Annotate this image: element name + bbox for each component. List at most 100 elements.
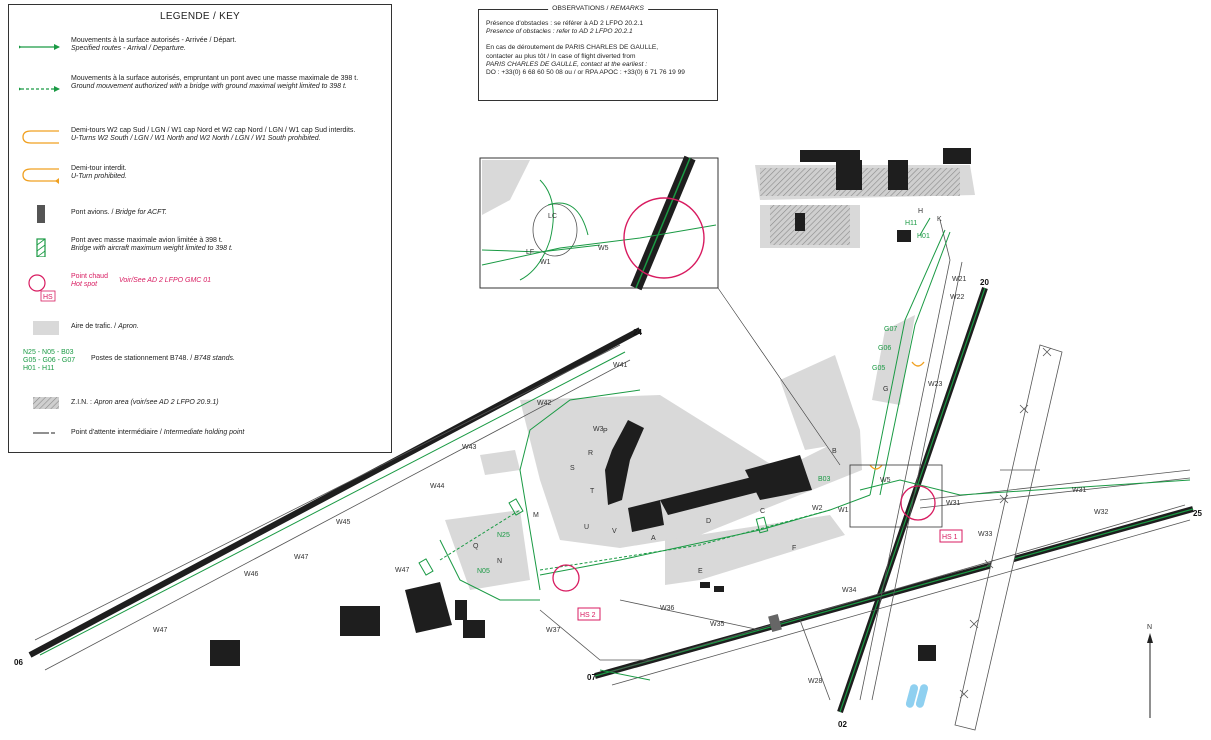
legend-item-fr: Pont avec masse maximale avion limitée à… [71, 237, 223, 244]
legend-title: LEGENDE / KEY [159, 11, 241, 22]
uturn-markers [869, 361, 925, 470]
legend-item-fr: Point chaud [71, 273, 108, 280]
obs-line: PARIS CHARLES DE GAULLE, contact at the … [486, 60, 648, 68]
legend-item-fr: Pont avions. / [71, 209, 116, 216]
apron-c: C [760, 508, 765, 515]
twy-w34: W34 [842, 587, 857, 594]
stand-g06: G06 [878, 345, 891, 352]
runway-labels: 24 06 02 20 07 25 [14, 278, 1202, 729]
apron-b: B [832, 448, 837, 455]
observations-panel: OBSERVATIONS / REMARKS Présence d'obstac… [478, 5, 718, 101]
twy-w5: W5 [880, 477, 891, 484]
legend-item-fr: Aire de trafic. / [71, 323, 119, 330]
stand-n25: N25 [497, 532, 510, 539]
apron-labels: B C D E F G H K M N P Q R S T U V A [473, 208, 942, 575]
obs-line: DO : +33(0) 6 68 60 50 08 ou / or RPA AP… [486, 69, 685, 77]
bridge-green-icon [36, 238, 46, 257]
twy-w41: W41 [613, 362, 628, 369]
twy-w47b: W47 [395, 567, 410, 574]
green-solid-arrow-icon [19, 44, 60, 50]
twy-w22: W22 [950, 294, 965, 301]
water-tanks [905, 684, 929, 708]
apron-m: M [533, 512, 539, 519]
inset-detail: LC W5 W1 LF [479, 155, 841, 466]
apron-k: K [937, 216, 942, 223]
legend-item-en: Specified routes - Arrival / Departure. [71, 45, 186, 52]
twy-w35: W35 [710, 621, 725, 628]
holding-point-icon [33, 432, 55, 434]
orange-uturn-icon [22, 130, 59, 144]
svg-text:LC: LC [548, 213, 557, 220]
zin-area [760, 168, 960, 245]
runway-end-20: 20 [980, 278, 989, 287]
twy-w45: W45 [336, 519, 351, 526]
bridge-icon [37, 205, 45, 223]
legend-item-fr: Mouvements à la surface autorisés, empru… [71, 75, 359, 82]
legend-item-fr: Z.I.N. : [71, 399, 94, 406]
twy-w1: W1 [838, 507, 849, 514]
twy-w31: W31 [946, 500, 961, 507]
legend-item-en: B748 stands. [194, 355, 235, 362]
hot-spot-2-label: HS 2 [580, 612, 596, 619]
legend-item-en: U-Turns W2 South / LGN / W1 North and W2… [71, 135, 321, 142]
twy-w2: W2 [812, 505, 823, 512]
apron-r: R [588, 450, 593, 457]
twy-w33: W33 [978, 531, 993, 538]
apron-g: G [883, 386, 888, 393]
legend-panel: LEGENDE / KEY Mouvements à la surface au… [8, 4, 392, 453]
twy-w44: W44 [430, 483, 445, 490]
twy-w36: W36 [660, 605, 675, 612]
legend-item-fr: Demi-tour interdit. [71, 165, 127, 172]
obs-line: En cas de déroutement de PARIS CHARLES D… [486, 44, 659, 52]
runway-end-07: 07 [587, 673, 596, 682]
legend-item-en: Intermediate holding point [163, 429, 245, 436]
runway-02-20 [837, 287, 988, 713]
twy-w46: W46 [244, 571, 259, 578]
stand-h11: H11 [905, 220, 917, 227]
hot-spot-icon: HS [28, 274, 56, 302]
twy-w3: W3 [593, 426, 604, 433]
legend-item-en: Apron area (voir/see AD 2 LFPO 20.9.1) [93, 399, 219, 406]
runway-end-25: 25 [1193, 509, 1202, 518]
twy-w43: W43 [462, 444, 477, 451]
stand-n05: N05 [477, 568, 490, 575]
stand-labels: G07 G06 G05 N25 N05 B03 H11 H01 [477, 220, 930, 575]
legend-stand-codes: N25 - N05 - B03 G05 - G06 - G07 H01 - H1… [23, 349, 76, 372]
twy-w47c: W47 [153, 627, 168, 634]
obs-line: contacter au plus tôt / In case of fligh… [486, 52, 636, 60]
svg-text:W5: W5 [598, 245, 609, 252]
svg-text:LF: LF [526, 249, 534, 256]
legend-item-fr: Mouvements à la surface autorisés - Arri… [71, 37, 237, 44]
bridges [418, 498, 782, 633]
legend-item-en: U-Turn prohibited. [71, 173, 127, 180]
apron-u: U [584, 524, 589, 531]
observations-title: OBSERVATIONS / REMARKS [548, 5, 648, 14]
runway-end-02: 02 [838, 720, 847, 729]
twy-w42: W42 [537, 400, 552, 407]
terminal-buildings [210, 148, 971, 666]
hot-spot-1-label: HS 1 [942, 534, 958, 541]
runway-06-24 [28, 327, 642, 658]
hot-spot-badge: HS [43, 294, 53, 301]
twy-w21: W21 [952, 276, 967, 283]
apron-h: H [918, 208, 923, 215]
twy-w23: W23 [928, 381, 943, 388]
twy-w31b: W31 [1072, 487, 1087, 494]
legend-item-fr: Point d'attente intermédiaire / [71, 429, 164, 436]
apron-e: E [698, 568, 703, 575]
twy-w37: W37 [546, 627, 561, 634]
north-label: N [1147, 624, 1152, 631]
stand-g05: G05 [872, 365, 885, 372]
apron-p: P [603, 428, 608, 435]
apron-swatch-icon [33, 321, 59, 335]
green-dashed-arrow-icon [19, 86, 60, 92]
hot-spots: HS 1 HS 2 [552, 485, 963, 621]
svg-text:W1: W1 [540, 259, 551, 266]
specified-routes [39, 217, 1191, 681]
taxiways [34, 219, 1191, 701]
twy-w47: W47 [294, 554, 309, 561]
runway-end-24: 24 [633, 328, 642, 337]
apron-d: D [706, 518, 711, 525]
apron-f: F [792, 545, 796, 552]
